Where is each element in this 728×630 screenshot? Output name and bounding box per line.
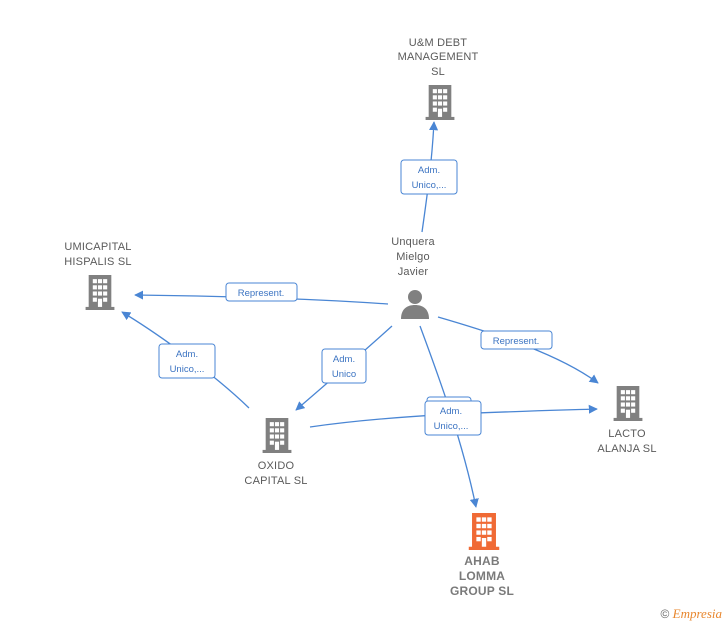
edge-label-text: Adm.: [418, 165, 440, 176]
building-icon: [85, 275, 115, 310]
edge-label-text: Adm.: [440, 406, 462, 417]
edges: [121, 121, 599, 508]
person-icon: [401, 290, 429, 319]
node-label: GROUP SL: [450, 584, 514, 598]
node-label: OXIDO: [258, 460, 295, 472]
node-label: AHAB: [464, 554, 500, 568]
node-lacto-alanja[interactable]: LACTO ALANJA SL: [597, 386, 656, 455]
edge-label-adm-oxido[interactable]: Adm. Unico: [321, 348, 367, 384]
brand-logo: Empresia: [672, 606, 722, 621]
footer-brand[interactable]: © Empresia: [660, 606, 722, 622]
edge-label-text: Represent.: [493, 336, 539, 347]
edge-label-text: Unico,...: [434, 421, 469, 432]
node-label: Javier: [398, 266, 429, 278]
node-label: MANAGEMENT: [398, 51, 479, 63]
node-label: ALANJA SL: [597, 443, 656, 455]
building-icon: [468, 513, 500, 550]
node-label: U&M DEBT: [409, 37, 468, 49]
edge-label-text: Unico,...: [412, 180, 447, 191]
node-umicapital-hispalis[interactable]: UMICAPITAL HISPALIS SL: [64, 241, 132, 310]
node-label: LOMMA: [459, 569, 505, 583]
edge-label-text: Represent.: [238, 288, 284, 299]
node-label: HISPALIS SL: [64, 256, 131, 268]
node-label: Mielgo: [396, 251, 430, 263]
building-icon: [262, 418, 292, 453]
edge-label-adm-ahab[interactable]: Adm. Unico,...: [424, 396, 482, 436]
building-icon: [613, 386, 643, 421]
edge-label-text: Adm.: [333, 354, 355, 365]
edge-label-represent-lacto[interactable]: Represent.: [480, 330, 553, 350]
node-person-unquera[interactable]: Unquera Mielgo Javier: [391, 236, 435, 319]
edge-label-adm-umdebt[interactable]: Adm. Unico,...: [400, 159, 458, 195]
node-oxido-capital[interactable]: OXIDO CAPITAL SL: [244, 418, 307, 487]
building-icon: [425, 85, 455, 120]
node-ahab-lomma-group[interactable]: AHAB LOMMA GROUP SL: [450, 513, 514, 598]
node-label: CAPITAL SL: [244, 475, 307, 487]
node-label: Unquera: [391, 236, 435, 248]
edge-person-lacto[interactable]: [437, 316, 599, 384]
edge-label-represent-umicapital[interactable]: Represent.: [225, 282, 298, 302]
node-label: UMICAPITAL: [64, 241, 131, 253]
node-label: LACTO: [608, 428, 646, 440]
copyright-symbol: ©: [660, 607, 670, 621]
node-um-debt-management[interactable]: U&M DEBT MANAGEMENT SL: [398, 37, 479, 120]
node-label: SL: [431, 66, 445, 78]
edge-label-adm-oxido-umicapital[interactable]: Adm. Unico,...: [158, 343, 216, 379]
edge-label-text: Unico: [332, 369, 356, 380]
edge-label-text: Unico,...: [170, 364, 205, 375]
edge-label-text: Adm.: [176, 349, 198, 360]
